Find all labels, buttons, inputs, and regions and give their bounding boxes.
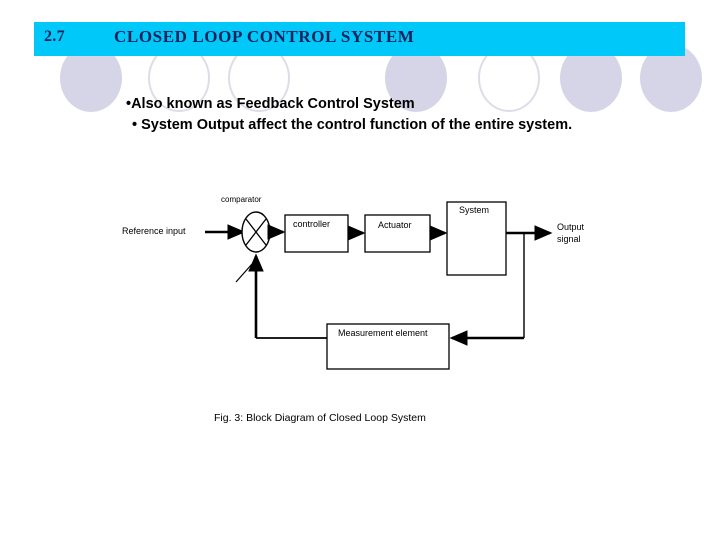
- bullet-list: •Also known as Feedback Control System •…: [126, 94, 572, 136]
- label-measurement-element: Measurement element: [338, 328, 428, 338]
- label-controller: controller: [293, 219, 331, 229]
- block-controller: [284, 214, 349, 253]
- label-reference-input: Reference input: [122, 226, 186, 236]
- block-actuator: [364, 214, 431, 253]
- bullet-item-2: • System Output affect the control funct…: [132, 117, 573, 133]
- sign-tick-mark: [235, 263, 253, 283]
- section-number: 2.7: [44, 28, 65, 45]
- block-measurement-element: [326, 323, 450, 370]
- title-bar: 2.7 CLOSED LOOP CONTROL SYSTEM: [34, 22, 685, 56]
- page-title: CLOSED LOOP CONTROL SYSTEM: [114, 27, 415, 46]
- label-output-signal-line1: Output: [557, 222, 585, 232]
- bullet-item-1: •Also known as Feedback Control System: [126, 96, 415, 112]
- block-system: [446, 201, 507, 276]
- label-output-signal-line2: signal: [557, 234, 581, 244]
- label-system: System: [459, 205, 490, 215]
- figure-caption: Fig. 3: Block Diagram of Closed Loop Sys…: [214, 412, 426, 424]
- label-comparator: comparator: [221, 195, 262, 204]
- label-actuator: Actuator: [378, 220, 412, 230]
- comparator-cross-stroke-2: [245, 218, 267, 246]
